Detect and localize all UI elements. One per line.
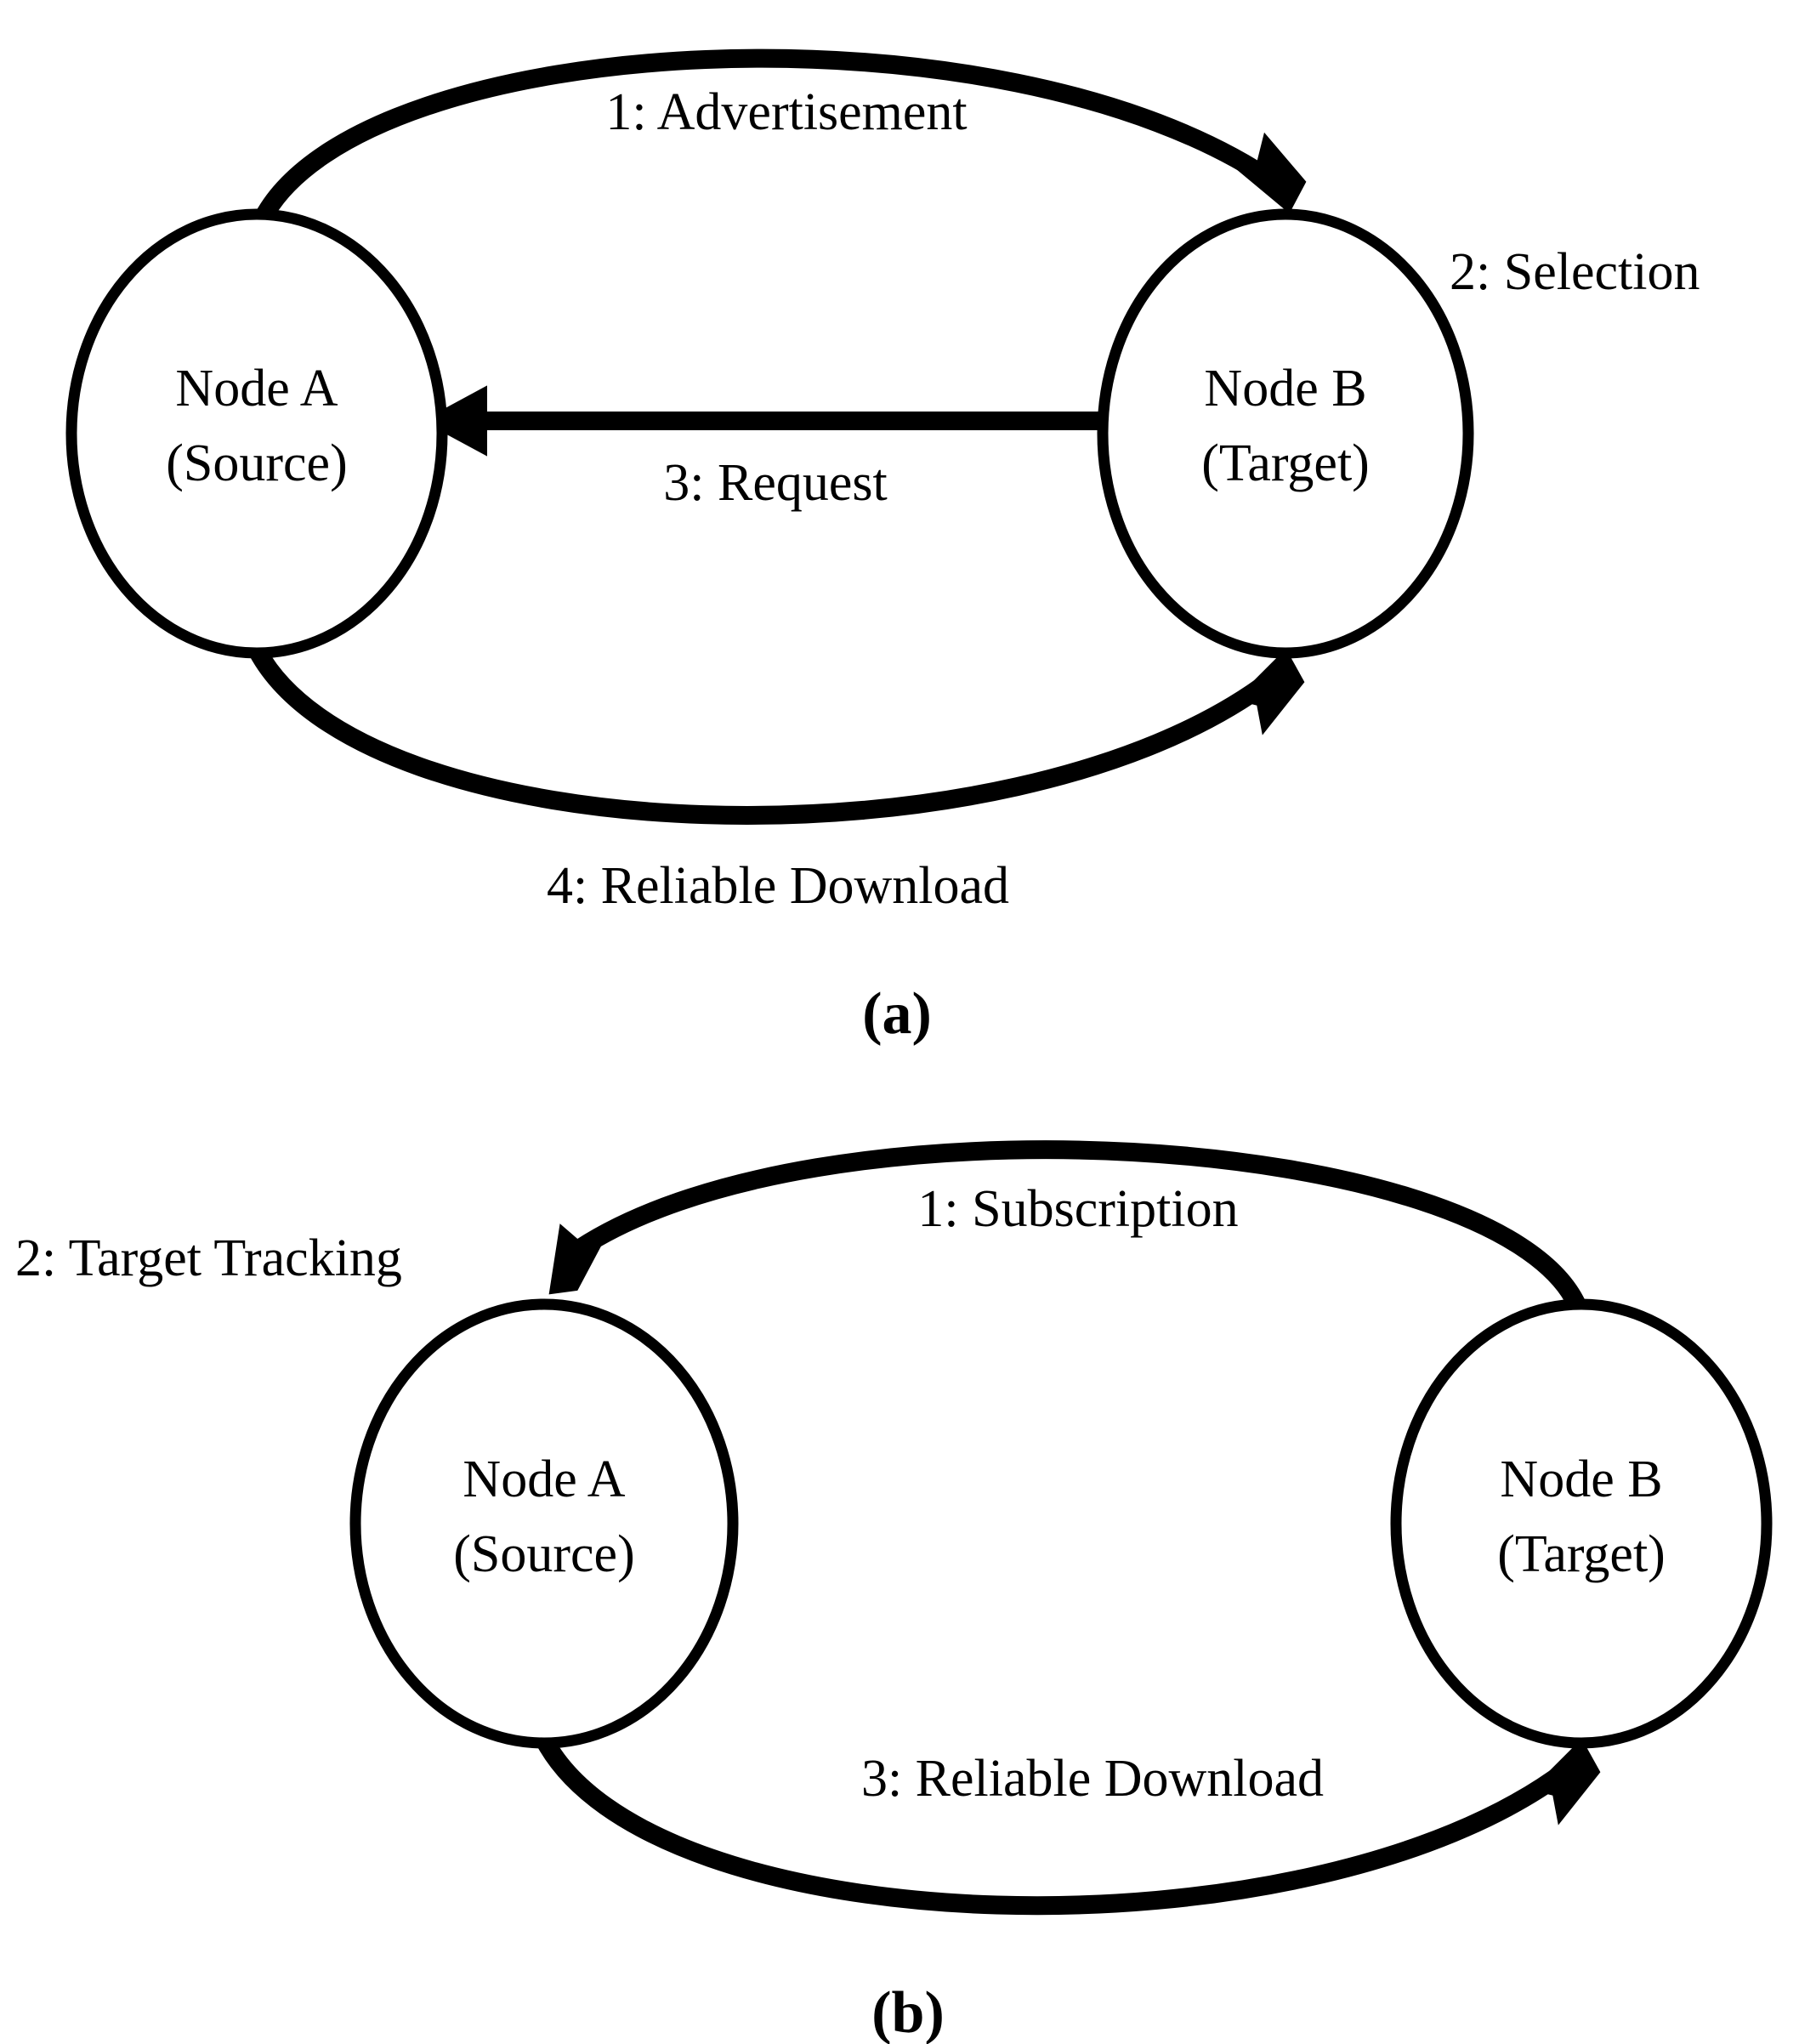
node-a-ellipse <box>65 208 448 659</box>
edge-label-target-tracking: 2: Target Tracking <box>15 1229 402 1287</box>
node-b-label-line1: Node B <box>1500 1451 1662 1508</box>
panel-a-caption: (a) <box>862 981 932 1047</box>
edge-reliable-download-b-arc <box>534 1732 1572 1916</box>
edge-reliable-download-b-arrowhead <box>1530 1738 1601 1825</box>
panel-a: Node A (Source) Node B (Target) 1: Adver… <box>65 48 1700 1047</box>
edge-reliable-download-a-arrowhead <box>1234 648 1305 735</box>
node-b-label-line2: (Target) <box>1201 434 1370 492</box>
edge-label-request: 3: Request <box>663 454 887 512</box>
node-a-label-line2: (Source) <box>453 1525 634 1583</box>
edge-request <box>421 385 1105 457</box>
node-b-label-line2: (Target) <box>1497 1525 1666 1583</box>
panel-b-caption: (b) <box>871 1980 945 2044</box>
edge-subscription-arrowhead <box>548 1224 610 1295</box>
edge-subscription <box>548 1140 1586 1309</box>
node-a-ellipse <box>349 1298 739 1749</box>
node-b-label-line1: Node B <box>1204 360 1366 417</box>
edge-reliable-download-a-arc <box>247 642 1276 825</box>
edge-label-subscription: 1: Subscription <box>917 1180 1238 1238</box>
edge-reliable-download-a <box>247 642 1305 825</box>
edge-label-reliable-download-a: 4: Reliable Download <box>547 857 1009 915</box>
node-b-target-panel-b[interactable]: Node B (Target) <box>1390 1298 1773 1749</box>
edge-label-reliable-download-b: 3: Reliable Download <box>861 1750 1324 1808</box>
node-b-ellipse <box>1390 1298 1773 1749</box>
node-b-target-panel-a[interactable]: Node B (Target) <box>1097 208 1474 659</box>
edge-label-advertisement: 1: Advertisement <box>605 83 967 141</box>
panel-b: Node A (Source) Node B (Target) 1: Subsc… <box>15 1140 1773 2044</box>
edge-advertisement-arrowhead <box>1234 132 1307 214</box>
node-a-label-line1: Node A <box>175 360 338 417</box>
edge-advertisement-arc <box>255 48 1281 222</box>
edge-request-arrowhead <box>421 385 487 457</box>
edge-reliable-download-b <box>534 1732 1601 1916</box>
node-a-source-panel-b[interactable]: Node A (Source) <box>349 1298 739 1749</box>
edge-advertisement <box>255 48 1307 222</box>
node-a-source-panel-a[interactable]: Node A (Source) <box>65 208 448 659</box>
edge-label-selection: 2: Selection <box>1450 243 1700 301</box>
edge-subscription-arc <box>565 1140 1586 1309</box>
node-a-label-line1: Node A <box>463 1451 625 1508</box>
node-a-label-line2: (Source) <box>166 434 347 492</box>
node-b-ellipse <box>1097 208 1474 659</box>
